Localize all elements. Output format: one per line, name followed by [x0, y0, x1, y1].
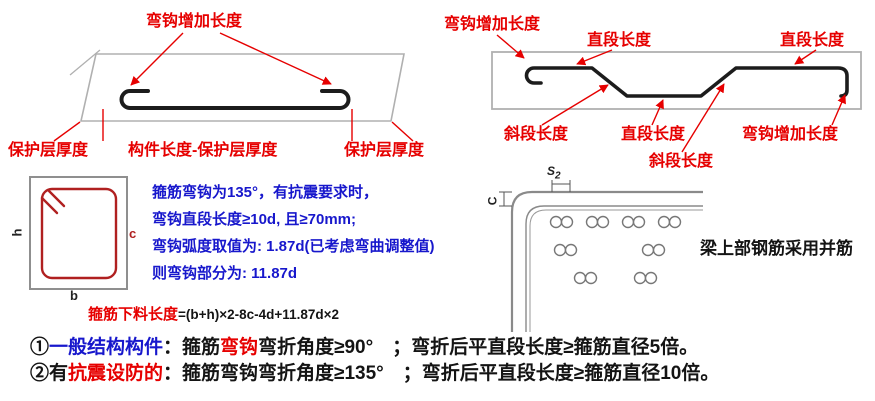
stirrup-dim-c-label: c: [129, 226, 137, 241]
straight-bar-diagram: [53, 32, 414, 142]
cutting-length-formula: 箍筋下料长度=(b+h)×2-8c-4d+11.87d×2: [88, 306, 339, 324]
cover-thickness-left-label: 保护层厚度: [8, 142, 89, 159]
s2-dimension-ticks: [551, 180, 571, 192]
note2-red-term: 抗震设防的: [68, 363, 164, 384]
stirrup-note-line2: 弯钩直段长度≥10d, 且≥70mm;: [152, 211, 357, 228]
hook-extra-length-bottom-label: 弯钩增加长度: [742, 126, 839, 143]
bent-bar-diagram: [491, 34, 862, 153]
straight-segment-bottom-label: 直段长度: [621, 126, 686, 143]
note1-tail: ；弯折后平直段长度≥箍筋直径5倍。: [373, 337, 699, 358]
incline-segment-left-label: 斜段长度: [504, 126, 569, 143]
bundled-rebar-circles: [549, 215, 682, 285]
note-seismic-members: ②有抗震设防的：箍筋弯钩弯折角度≥135° ；弯折后平直段长度≥箍筋直径10倍。: [30, 363, 719, 385]
straight-segment-top-right-label: 直段长度: [780, 32, 845, 49]
leader-lines: [53, 32, 414, 142]
formula-label: 箍筋下料长度: [88, 306, 179, 323]
incline-segment-right-label: 斜段长度: [649, 153, 714, 170]
cover-thickness-right-label: 保护层厚度: [344, 142, 425, 159]
section-outline: [29, 176, 128, 290]
section-break-mark: [69, 49, 101, 76]
formula-expression: =(b+h)×2-8c-4d+11.87d×2: [178, 307, 339, 322]
note2-number: ②有: [30, 363, 69, 384]
note1-mid2: 弯折角度≥90°: [258, 337, 374, 358]
stirrup-diagram: [29, 176, 128, 290]
bent-bar-shape: [524, 66, 849, 98]
note1-number: ①: [30, 337, 50, 358]
hook-extra-length-label: 弯钩增加长度: [146, 13, 243, 30]
stirrup-line: [525, 205, 703, 332]
bundled-bars-caption: 梁上部钢筋采用并筋: [700, 239, 853, 258]
hook-extra-length-top-label: 弯钩增加长度: [444, 16, 541, 33]
stirrup-note-line3: 弯钩弧度取值为: 1.87d(已考虑弯曲调整值): [152, 238, 435, 255]
slab-outline: [80, 53, 405, 122]
stirrup-dim-b-label: b: [70, 288, 78, 303]
member-length-label: 构件长度-保护层厚度: [128, 142, 278, 159]
leader-lines: [496, 34, 846, 153]
note2-mid: ：箍筋弯钩弯折角度≥135°: [163, 363, 384, 384]
beam-outline: [491, 51, 862, 110]
note2-tail: ；弯折后平直段长度≥箍筋直径10倍。: [383, 363, 720, 384]
s2-letter: S: [547, 164, 556, 178]
s2-dimension-label: S2: [547, 164, 561, 182]
note1-mid1: ：箍筋: [163, 337, 221, 358]
stirrup-note-line1: 箍筋弯钩为135°，有抗震要求时，: [152, 184, 379, 201]
c-dimension-label: C: [485, 196, 500, 206]
beam-edge: [510, 190, 703, 332]
corner-detail-diagram: [499, 180, 703, 332]
stirrup-shape: [40, 187, 118, 280]
straight-bar-with-hooks: [119, 89, 351, 110]
c-dimension-ticks: [499, 191, 512, 207]
note-general-members: ①一般结构构件：箍筋弯钩弯折角度≥90° ；弯折后平直段长度≥箍筋直径5倍。: [30, 337, 698, 359]
stirrup-line-inner: [529, 209, 703, 332]
note1-red-term: 弯钩: [220, 337, 259, 358]
stirrup-note-line4: 则弯钩部分为: 11.87d: [152, 265, 298, 282]
s2-subscript: 2: [555, 170, 561, 182]
note1-blue-term: 一般结构构件: [49, 337, 164, 358]
stirrup-dim-h-label: h: [9, 228, 25, 237]
straight-segment-top-left-label: 直段长度: [587, 32, 652, 49]
stirrup-hook-tails: [40, 189, 66, 215]
